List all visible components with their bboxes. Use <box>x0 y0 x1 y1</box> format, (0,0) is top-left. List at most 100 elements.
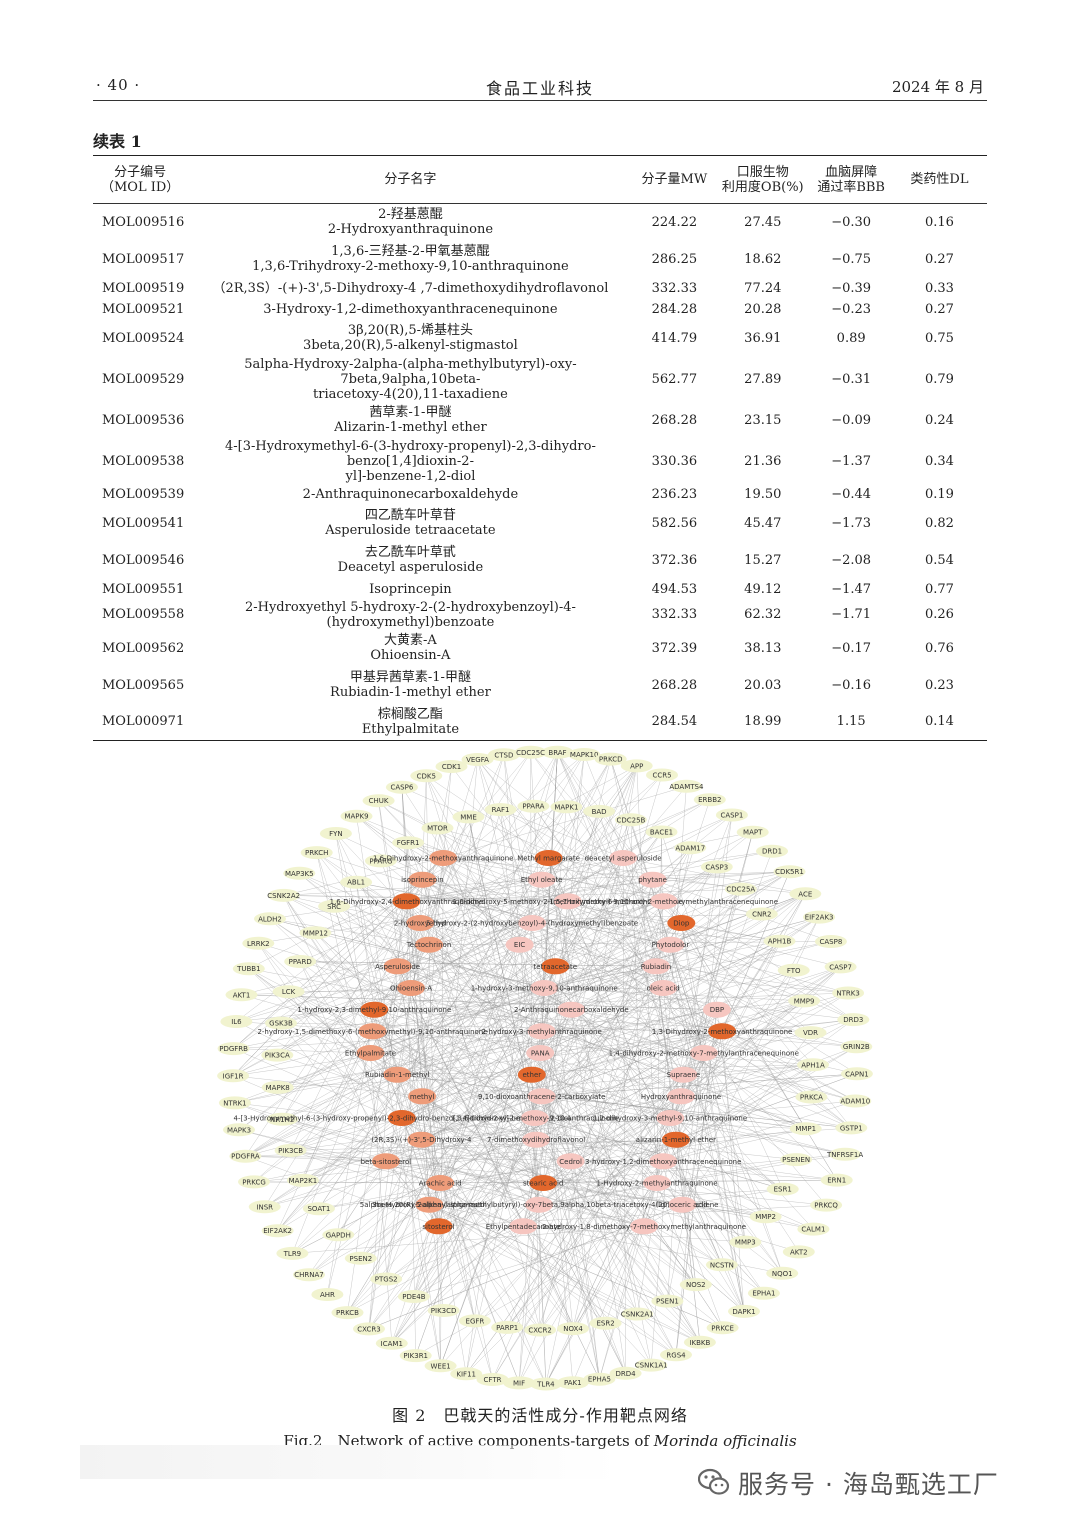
compound-node: Supraene <box>667 1066 700 1083</box>
target-node: DAPK1 <box>728 1304 760 1318</box>
target-label: PIK3CB <box>278 1147 303 1155</box>
network-edge <box>599 1182 658 1380</box>
target-node: APH1A <box>797 1058 829 1072</box>
target-label: CASP6 <box>391 784 414 792</box>
compound-label: Cedrol <box>559 1158 582 1166</box>
target-label: CHRNA7 <box>294 1271 324 1279</box>
target-node-shape <box>427 1304 460 1317</box>
network-edge <box>406 901 416 1356</box>
target-label: NQO1 <box>772 1270 793 1278</box>
network-edge <box>477 759 664 989</box>
target-node-shape <box>276 1246 309 1260</box>
compound-node: Asperuloside <box>375 958 420 975</box>
network-edge <box>420 913 762 924</box>
target-node: EPHA5 <box>583 1372 616 1386</box>
cell-bbb: −0.09 <box>831 412 872 428</box>
cell-dl: 0.14 <box>924 714 954 730</box>
target-label: ADAM17 <box>675 844 705 852</box>
network-edge <box>283 895 430 1205</box>
network-edge <box>451 766 684 1075</box>
target-label: NTRK1 <box>223 1099 246 1107</box>
network-edge <box>356 815 568 902</box>
target-node: FGFR1 <box>392 836 425 850</box>
target-label: PARP1 <box>496 1324 518 1332</box>
compound-label: 4-[3-Hydroxymethyl-6-(3-hydroxy-propenyl… <box>233 1115 570 1123</box>
network-edge <box>269 918 658 1184</box>
target-label: MMP2 <box>755 1213 776 1221</box>
compound-node: Cedrol <box>556 1153 585 1170</box>
network-edge <box>428 944 852 1129</box>
column-header-line: 通过率BBB <box>817 179 885 195</box>
target-node-shape <box>589 1316 622 1330</box>
compound-label: Ohioensin-A <box>390 985 432 993</box>
compound-node-shape <box>518 915 547 931</box>
compound-label: 1,4-dihydroxy-2-methoxy-7-methylanthrace… <box>609 1050 799 1058</box>
network-edge <box>703 1052 837 1181</box>
target-label: CSNK2A2 <box>267 892 300 900</box>
compound-node-shape <box>556 1153 585 1170</box>
target-label: CSNK2A1 <box>621 1311 654 1319</box>
network-edge <box>571 941 831 1010</box>
compound-label: Methyl margarate <box>517 855 580 863</box>
network-edge <box>538 1000 805 1205</box>
network-edge <box>465 922 533 1374</box>
target-label: GSTP1 <box>840 1124 863 1132</box>
target-node: PSEN1 <box>651 1294 684 1308</box>
target-label: MAP3K5 <box>285 870 314 878</box>
target-node-shape <box>797 1222 830 1236</box>
target-label: MAPK3 <box>227 1126 251 1134</box>
network-edge <box>292 1031 723 1254</box>
cell-id: MOL000971 <box>102 714 185 730</box>
name-line: 3-Hydroxy-1,2-dimethoxyanthracenequinone <box>263 301 558 317</box>
compound-node-shape <box>429 850 458 866</box>
compound-node: Ethylpalmitate <box>345 1045 396 1061</box>
target-node-shape <box>646 768 678 782</box>
compound-label: (2R,3S)-(+)-3',5-Dihydroxy-4 <box>371 1136 472 1144</box>
target-label: IL6 <box>231 1018 242 1026</box>
target-node-shape <box>458 1314 491 1328</box>
target-node: PRKCG <box>238 1175 270 1189</box>
target-node-shape <box>736 825 769 839</box>
column-header-line: 类药性DL <box>910 172 969 187</box>
network-edge <box>355 882 658 1184</box>
compound-node: 1,3-Dihydroxy-2-methoxyanthraquinone <box>652 1023 792 1040</box>
compound-node: 2-hydroxy-1,8-dimethoxy-7-methoxymethyla… <box>542 1218 746 1235</box>
target-label: APP <box>630 762 643 770</box>
network-edge <box>557 752 705 1054</box>
target-label: CASP7 <box>829 963 852 971</box>
target-node-shape <box>284 955 317 968</box>
target-node: PTGS2 <box>370 1272 403 1286</box>
target-label: PPARG <box>369 857 392 865</box>
target-node: ERBB2 <box>693 793 726 807</box>
target-label: AKT1 <box>233 991 251 999</box>
target-label: DRD1 <box>762 848 782 856</box>
target-node: GRIN2B <box>840 1040 873 1054</box>
network-edge <box>397 966 574 1329</box>
network-edge <box>407 842 540 1205</box>
target-node: CCR5 <box>646 768 678 782</box>
target-node: ERN1 <box>820 1173 853 1187</box>
target-node: CDK5R1 <box>773 865 806 879</box>
network-edge <box>428 814 732 945</box>
cell-id: MOL009521 <box>102 301 185 317</box>
cell-bbb: −0.16 <box>831 677 872 693</box>
target-node: PIK3CA <box>261 1048 294 1062</box>
network-edge <box>385 1064 814 1162</box>
compound-node: 1,6-Dihydroxy-2-methoxyanthraquinone <box>373 850 513 866</box>
target-node-shape <box>583 804 616 818</box>
cell-ob: 20.28 <box>744 301 782 317</box>
network-edge <box>316 852 682 1097</box>
compound-label: 1,6-Dihydroxy-2,4-dimethoxyanthraquinone <box>330 898 484 906</box>
network-edge <box>318 1161 664 1209</box>
target-node: CXCR3 <box>353 1322 385 1336</box>
compound-node: 2-Anthraquinonecarboxaldehyde <box>514 1001 629 1018</box>
network-edge <box>670 944 854 1020</box>
network-edge <box>656 831 662 1184</box>
compound-node: Methyl margarate <box>517 850 580 866</box>
target-node-shape <box>340 809 373 823</box>
target-node: MIF <box>503 1376 536 1390</box>
network-edge <box>245 901 664 1157</box>
